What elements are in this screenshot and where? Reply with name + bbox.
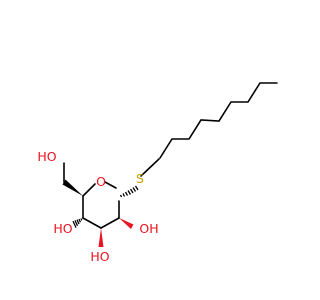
ring-bond-c3-c4 [82, 217, 102, 229]
ring-bond-c2-c3 [100, 217, 120, 229]
hydroxymethyl-group [62, 162, 83, 196]
ring-bond-c5-o [82, 183, 96, 197]
wedge-bond-c2-oh [119, 218, 134, 229]
pyranose-ring [82, 181, 120, 229]
octyl-chain [140, 82, 278, 177]
s-c-bond [140, 158, 160, 177]
c4-oh-label: HO [53, 221, 72, 236]
wedge-bond-c5-ch2 [62, 179, 83, 196]
hashed-bond-c4-oh [72, 218, 83, 228]
sulfur-label: S [136, 171, 144, 186]
c2-oh-label: OH [139, 221, 158, 236]
c3-oh-label: HO [90, 249, 109, 264]
hydroxymethyl-oh-label: HO [37, 149, 56, 164]
ring-bond-o-c1 [104, 181, 117, 189]
ring-oxygen-label: O [96, 174, 106, 189]
octyl-chain-bonds [159, 82, 278, 159]
hashed-bond-c1-s [119, 185, 139, 198]
wedge-bond-c3-oh [98, 228, 104, 247]
structural-formula: S O HO HO HO OH [37, 82, 278, 264]
